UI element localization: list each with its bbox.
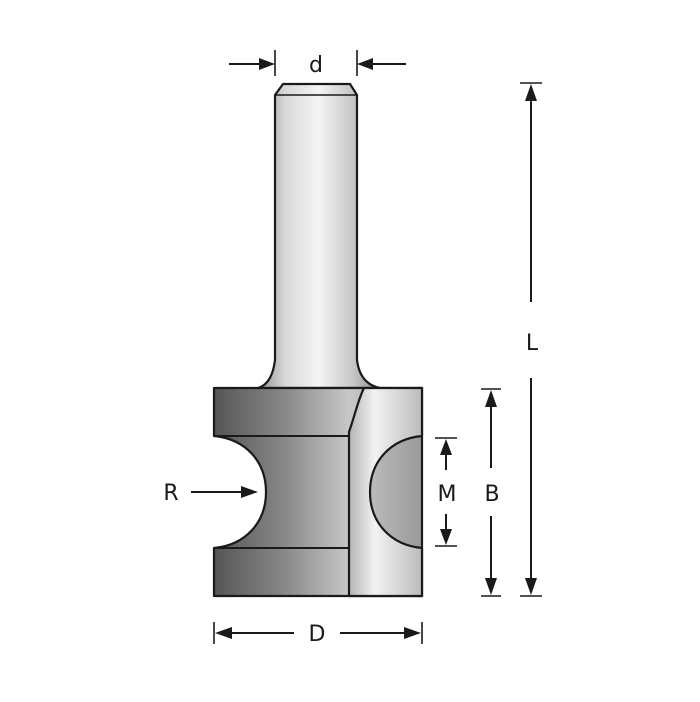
label-M: M [438,482,457,507]
dimension-M [435,437,457,547]
label-R: R [163,481,178,506]
label-L: L [526,331,539,356]
cutting-edge [347,386,424,598]
label-B: B [484,482,499,507]
shank [256,82,382,390]
dimension-R [191,486,258,498]
label-D: D [309,622,326,647]
dimension-d [229,50,406,76]
label-d: d [309,53,323,78]
dimension-L [520,82,542,597]
dimension-B [481,388,501,597]
dimension-D [213,622,423,644]
